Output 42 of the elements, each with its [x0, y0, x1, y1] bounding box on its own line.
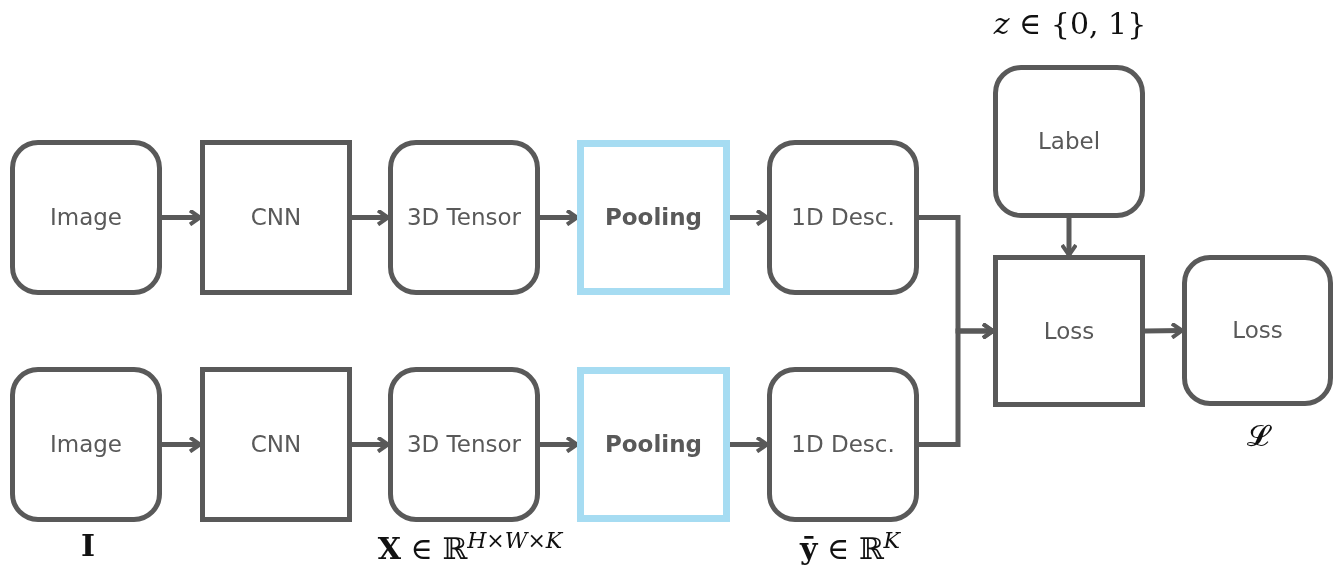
math-symbol: X ∈ ℝ$^{H×W×K}$ — [376, 528, 565, 566]
node-label: CNN — [250, 430, 302, 460]
rounded-box — [767, 367, 919, 522]
pooling-box — [577, 367, 730, 522]
rounded-box — [10, 140, 162, 295]
node-label: CNN — [250, 203, 302, 233]
math-symbol: 𝓛 — [1220, 418, 1296, 454]
arrow — [162, 435, 202, 454]
math-symbol: I — [79, 528, 96, 563]
node-label: Image — [49, 430, 122, 460]
node-label: 1D Desc. — [791, 430, 895, 460]
node-label: Pooling — [604, 430, 703, 460]
rounded-box — [388, 367, 540, 522]
rounded-box — [1182, 255, 1333, 406]
node-label: 3D Tensor — [406, 203, 521, 233]
arrow — [730, 208, 769, 227]
rounded-box — [767, 140, 919, 295]
node-label: 3D Tensor — [406, 430, 521, 460]
process-box — [993, 255, 1145, 407]
arrow — [162, 208, 202, 227]
node-label: 1D Desc. — [791, 203, 895, 233]
arrow — [540, 435, 579, 454]
process-box — [200, 367, 352, 522]
arrow — [352, 435, 390, 454]
process-box — [200, 140, 352, 295]
arrow — [1060, 218, 1078, 257]
rounded-box — [993, 65, 1145, 218]
arrow — [919, 322, 995, 447]
rounded-box — [388, 140, 540, 295]
node-label: Label — [1037, 127, 1101, 157]
arrow — [540, 208, 579, 227]
node-label: Loss — [1043, 316, 1095, 346]
arrow — [1144, 321, 1184, 340]
math-symbol: z ∈ {0, 1} — [992, 6, 1148, 41]
node-label: Image — [49, 203, 122, 233]
node-label: Loss — [1232, 316, 1283, 346]
arrow — [352, 208, 390, 227]
pooling-box — [577, 140, 730, 295]
rounded-box — [10, 367, 162, 522]
math-symbol: ȳ ∈ ℝ$^{K}$ — [798, 528, 902, 566]
arrow — [730, 435, 769, 454]
node-label: Pooling — [604, 203, 703, 233]
